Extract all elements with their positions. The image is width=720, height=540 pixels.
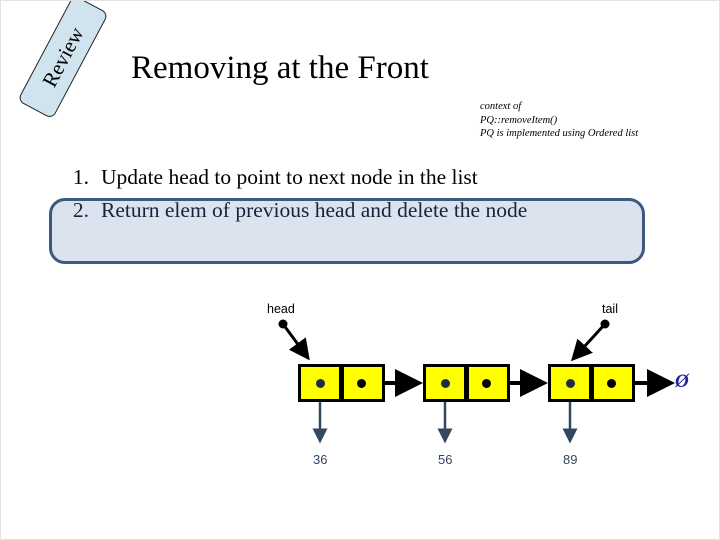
tail-pointer-arrow	[570, 319, 610, 362]
context-note: context of PQ::removeItem() PQ is implem…	[480, 100, 718, 141]
context-note-line-1: context of	[480, 101, 522, 112]
context-note-line-2: PQ::removeItem()	[480, 114, 558, 126]
page-title: Removing at the Front	[131, 50, 429, 86]
node-1-value: 36	[313, 452, 328, 467]
node-1-next-dot	[357, 379, 366, 388]
review-banner: Review	[17, 1, 109, 120]
node-3-value: 89	[563, 452, 578, 467]
null-symbol: Ø	[675, 371, 689, 392]
step-text: Return elem of previous head and delete …	[101, 198, 528, 222]
tail-label: tail	[602, 302, 618, 316]
node-2-next-dot	[482, 379, 491, 388]
node-2-elem-cell	[423, 364, 467, 402]
node-1-elem-cell	[298, 364, 342, 402]
steps-list: 1. Update head to point to next node in …	[63, 164, 663, 224]
node-3-elem-dot	[566, 379, 575, 388]
head-label: head	[267, 302, 295, 316]
step-number: 2.	[72, 198, 89, 222]
list-item: 1. Update head to point to next node in …	[63, 164, 663, 191]
context-note-line-3: PQ is implemented using Ordered list	[480, 128, 639, 139]
node-2-value: 56	[438, 452, 453, 467]
list-item: 2. Return elem of previous head and dele…	[63, 197, 663, 224]
step-text: Update head to point to next node in the…	[101, 165, 478, 189]
node-2-elem-dot	[441, 379, 450, 388]
head-pointer-arrow	[278, 319, 310, 361]
step-number: 1.	[72, 165, 89, 189]
steps-callout-box	[49, 198, 645, 264]
review-banner-label: Review	[37, 23, 89, 91]
node-3-next-dot	[607, 379, 616, 388]
node-1-elem-dot	[316, 379, 325, 388]
